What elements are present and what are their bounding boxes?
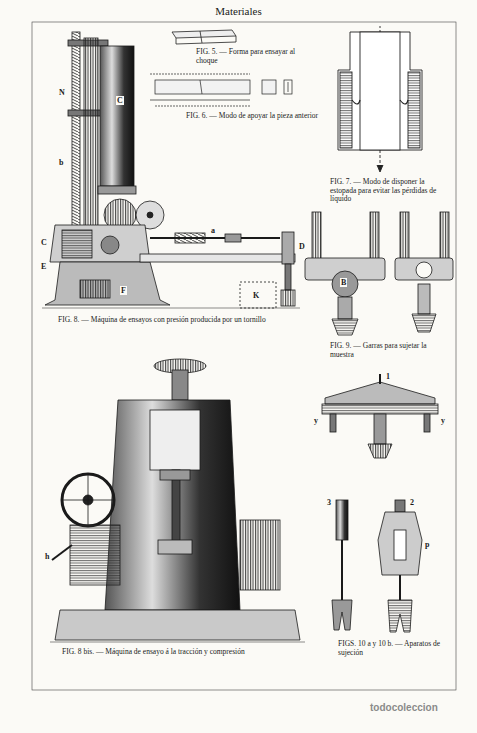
plate-frame	[32, 22, 456, 690]
part-letter: h	[44, 552, 50, 561]
fig7-stuffing-box	[338, 26, 422, 172]
part-letter: y	[440, 416, 446, 425]
fig5-specimen	[172, 30, 236, 44]
figure-caption: FIG. 5. — Forma para ensayar al choque	[196, 48, 306, 65]
figure-caption: FIGS. 10 a y 10 b. — Aparatos de sujeció…	[338, 640, 452, 657]
fig8bis-machine	[50, 359, 305, 642]
part-letter: E	[40, 262, 47, 271]
part-letter: D	[298, 242, 306, 251]
figure-caption: FIG. 8 bis. — Máquina de ensayo á la tra…	[62, 648, 302, 657]
part-letter: C	[40, 238, 48, 247]
fig10-clamps	[322, 374, 438, 632]
part-letter: N	[58, 88, 66, 97]
part-letter: F	[120, 286, 127, 295]
part-letter: K	[252, 291, 260, 300]
fig6-support	[150, 74, 292, 106]
fig8-machine	[42, 32, 300, 308]
fig9-grips	[305, 212, 453, 335]
part-letter: C	[116, 96, 124, 105]
figure-caption: FIG. 8. — Máquina de ensayos con presión…	[58, 316, 328, 325]
plate-title: Materiales	[0, 5, 477, 18]
part-letter: p	[424, 540, 430, 549]
part-letter: 3	[326, 498, 332, 507]
figure-caption: FIG. 6. — Modo de apoyar la pieza anteri…	[186, 112, 336, 121]
figure-caption: FIG. 9. — Garras para sujetar la muestra	[330, 342, 452, 359]
watermark: todocoleccion	[370, 702, 438, 714]
part-letter: y	[313, 416, 319, 425]
part-letter: 1	[385, 372, 391, 381]
part-letter: B	[340, 278, 347, 287]
part-letter: a	[210, 226, 216, 235]
part-letter: b	[58, 158, 64, 167]
part-letter: 2	[409, 498, 415, 507]
figure-caption: FIG. 7. — Modo de disponer la estopada p…	[330, 178, 452, 204]
